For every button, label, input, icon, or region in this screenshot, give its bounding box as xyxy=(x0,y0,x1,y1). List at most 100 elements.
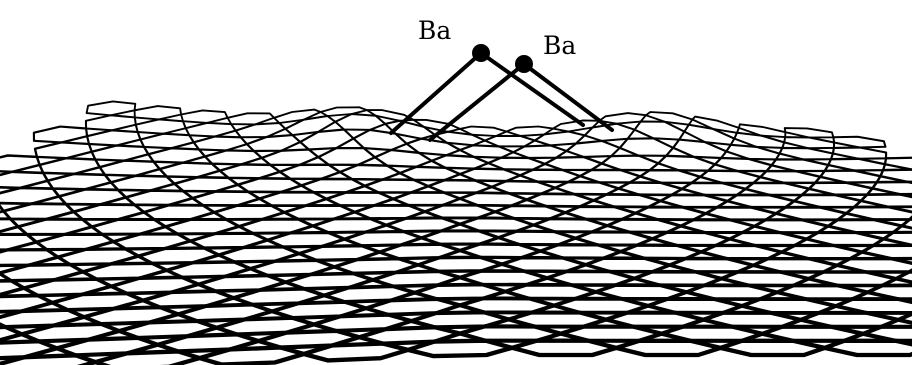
hexagon-cell xyxy=(0,172,48,188)
hexagon-cell xyxy=(760,171,820,183)
hexagon-cell xyxy=(727,195,794,207)
ba-label-right: Ba xyxy=(543,31,576,60)
hexagon-cell xyxy=(512,341,616,355)
hexagon-cell xyxy=(602,156,659,171)
hexagon-cell xyxy=(746,183,810,195)
hexagon-cell xyxy=(166,219,240,234)
hexagon-cell xyxy=(868,285,912,299)
hexagon-cell xyxy=(780,148,833,160)
ba-bond-right-2 xyxy=(524,64,612,130)
hexagon-cell xyxy=(301,179,364,193)
hexagon-cell xyxy=(555,182,618,194)
hexagon-cell xyxy=(777,286,868,300)
hexagon-cell xyxy=(833,137,885,148)
hexagon-cell xyxy=(260,192,327,206)
hexagon-cell xyxy=(194,137,247,151)
hexagon-cell xyxy=(794,195,861,207)
hexagon-cell xyxy=(214,206,284,220)
hexagon-cell xyxy=(607,219,681,232)
hexagon-cell xyxy=(616,341,720,355)
hexagon-cell xyxy=(239,219,313,233)
hexagon-cell xyxy=(92,219,166,234)
hexagon-cell xyxy=(335,114,385,130)
hexagon-cell xyxy=(634,272,721,286)
hexagon-cell xyxy=(408,341,512,356)
hexagon-cell xyxy=(140,134,193,149)
hexagon-cell xyxy=(36,234,113,249)
hexagon-cell xyxy=(861,194,912,207)
hexagon-cell xyxy=(135,106,182,119)
hexagon-cell xyxy=(111,176,175,191)
hexagon-cell xyxy=(285,116,335,135)
hexagon-cell xyxy=(0,219,18,235)
hexagon-cell xyxy=(340,165,400,180)
hexagon-cell xyxy=(87,101,136,115)
hexagon-cell xyxy=(720,341,824,355)
hexagon-cell xyxy=(594,194,661,207)
hexagon-cell xyxy=(460,298,554,312)
hexagon-cell xyxy=(681,220,755,233)
hexagon-cell xyxy=(136,119,186,133)
hexagon-cell xyxy=(884,232,912,245)
ba-bond-right-1 xyxy=(430,64,524,140)
hexagon-cell xyxy=(460,271,547,285)
hexagon-cell xyxy=(540,245,620,258)
hexagon-cell xyxy=(785,128,834,137)
hexagon-cell xyxy=(837,259,912,272)
hexagon-cell xyxy=(580,170,640,183)
hexagon-cell xyxy=(274,110,321,123)
ba-label-left: Ba xyxy=(418,16,451,45)
hexagon-cell xyxy=(902,219,912,232)
hexagon-cell xyxy=(862,245,912,258)
hexagon-cell xyxy=(460,218,534,231)
hexagon-cell xyxy=(722,272,809,286)
hexagon-cell xyxy=(393,193,460,206)
hexagon-cell xyxy=(730,233,807,246)
hexagon-cell xyxy=(782,246,863,259)
hexagon-cell xyxy=(636,207,706,220)
hexagon-cell xyxy=(144,205,214,219)
hexagon-cell xyxy=(355,205,425,218)
hexagon-cell xyxy=(485,136,535,147)
hexagon-cell xyxy=(880,170,912,182)
hexagon-cell xyxy=(74,205,144,220)
hexagon-cell xyxy=(576,232,653,245)
hexagon-cell xyxy=(565,207,635,220)
hexagon-cell xyxy=(809,272,896,286)
hexagon-cell xyxy=(820,171,880,183)
hexagon-cell xyxy=(59,189,126,204)
hexagon-cell xyxy=(885,158,912,170)
hexagon-cell xyxy=(706,207,776,220)
hexagon-cell xyxy=(828,220,902,233)
hexagon-cell xyxy=(545,157,602,170)
hexagon-cell xyxy=(35,142,92,158)
hexagon-cell xyxy=(700,171,760,183)
hexagon-cell xyxy=(513,145,566,158)
hexagon-cell xyxy=(646,112,693,125)
hexagon-cell xyxy=(160,163,220,178)
hexagon-cell xyxy=(148,148,205,163)
hexagon-cell xyxy=(100,161,160,176)
ba-atom-left xyxy=(472,44,490,62)
hexagon-cell xyxy=(326,192,393,205)
hexagon-cell xyxy=(809,183,872,195)
hexagon-cell xyxy=(653,232,730,245)
hexagon-cell xyxy=(701,245,781,258)
hexagon-cell xyxy=(186,123,236,137)
hexagon-cell xyxy=(772,159,829,171)
hexagon-cell xyxy=(825,341,912,355)
hexagon-cell xyxy=(502,258,586,272)
hexagon-cell xyxy=(126,191,193,206)
hexagon-cell xyxy=(193,191,260,205)
hexagon-cell xyxy=(872,182,912,194)
hexagon-cell xyxy=(670,259,754,272)
hexagon-cell xyxy=(661,195,728,207)
hexagon-cell xyxy=(599,113,646,124)
hexagon-cell xyxy=(896,272,912,286)
hexagon-cell xyxy=(4,204,74,220)
hexagon-cell xyxy=(753,259,837,272)
hexagon-cell xyxy=(238,178,302,192)
hexagon-cell xyxy=(784,137,834,148)
